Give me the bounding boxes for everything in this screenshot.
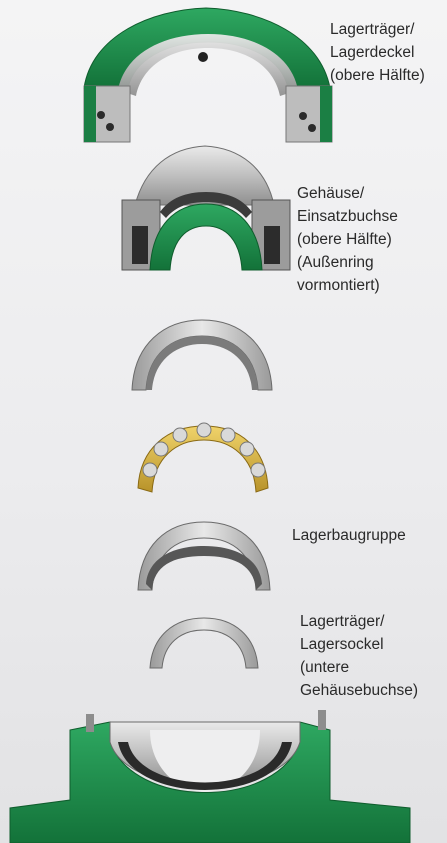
lower-bush-band — [150, 618, 258, 668]
label-line: Gehäuse/ — [297, 182, 398, 205]
label-housing-upper: Gehäuse/ Einsatzbuchse (obere Hälfte) (A… — [297, 182, 398, 297]
cap-bolt-hole — [308, 124, 316, 132]
label-line: Einsatzbuchse — [297, 205, 398, 228]
upper-housing-insert — [122, 146, 290, 270]
label-lower-carrier: Lagerträger/ Lagersockel (untere Gehäuse… — [300, 610, 418, 702]
upper-bearing-cap — [84, 8, 332, 142]
label-bearing-assembly: Lagerbaugruppe — [292, 524, 406, 547]
cap-lube-hole — [198, 52, 208, 62]
lower-bush — [150, 618, 258, 668]
label-upper-carrier: Lagerträger/ Lagerdeckel (obere Hälfte) — [330, 18, 425, 87]
label-line: (obere Hälfte) — [330, 64, 425, 87]
label-line: Lagerträger/ — [300, 610, 418, 633]
label-line: (obere Hälfte) — [297, 228, 398, 251]
label-line: Lagerbaugruppe — [292, 524, 406, 547]
lower-pedestal — [10, 710, 410, 843]
cap-bolt-hole — [299, 112, 307, 120]
cage-roller — [240, 442, 254, 456]
cap-bolt-hole — [97, 111, 105, 119]
cap-right-foot-front — [320, 86, 332, 142]
housing-left-seal — [132, 226, 148, 264]
label-line: (untere — [300, 656, 418, 679]
pedestal-dowel-pin — [318, 710, 326, 730]
label-line: Lagerdeckel — [330, 41, 425, 64]
cap-left-foot-front — [84, 86, 96, 142]
cage-roller — [173, 428, 187, 442]
cage-roller — [221, 428, 235, 442]
label-line: Lagersockel — [300, 633, 418, 656]
label-line: (Außenring — [297, 251, 398, 274]
roller-cage — [138, 423, 268, 492]
cage-roller — [154, 442, 168, 456]
label-line: vormontiert) — [297, 274, 398, 297]
cage-roller — [143, 463, 157, 477]
housing-right-seal — [264, 226, 280, 264]
label-line: Gehäusebuchse) — [300, 679, 418, 702]
label-line: Lagerträger/ — [330, 18, 425, 41]
cage-roller — [197, 423, 211, 437]
inner-raceway — [138, 522, 270, 590]
pedestal-dowel-pin — [86, 714, 94, 732]
outer-raceway-upper — [132, 320, 272, 390]
cage-roller — [251, 463, 265, 477]
cap-bolt-hole — [106, 123, 114, 131]
